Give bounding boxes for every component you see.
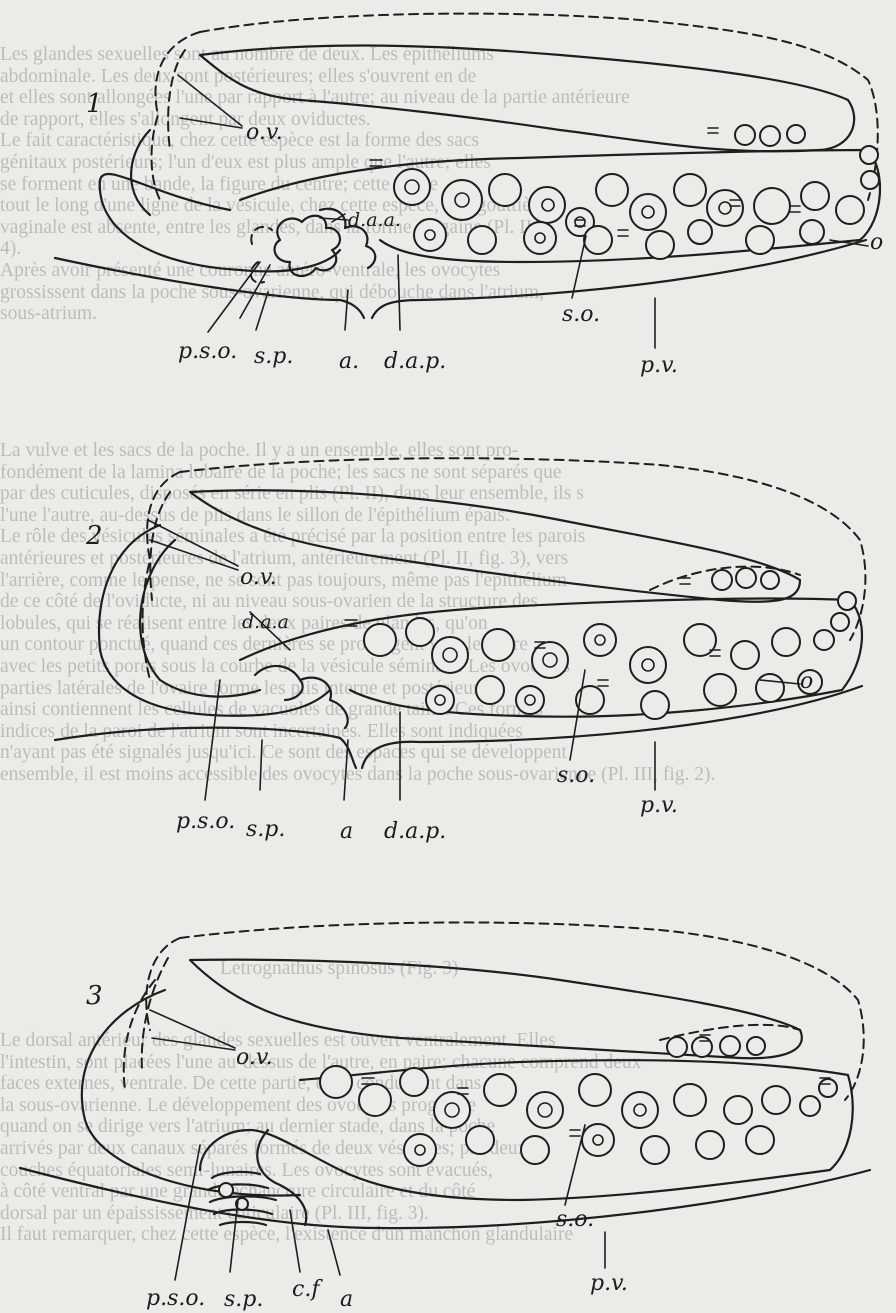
figure-3-dashed-outline — [180, 922, 864, 1100]
figure-2-ovary-upper — [190, 490, 800, 602]
figure-2-label-o: o — [800, 669, 813, 694]
figure-1-label-pso: p.s.o. — [178, 339, 237, 364]
figure-3-label-pv: p.v. — [590, 1271, 628, 1296]
figure-2-dashed-left — [143, 472, 181, 680]
figure-1-label-a: a. — [339, 349, 359, 374]
figure-2-ventral-wall-left — [55, 728, 356, 768]
figure-2-label-a: a — [340, 819, 353, 844]
figure-1-ovary-upper — [200, 46, 854, 152]
figure-3-label-cf: c.f — [292, 1277, 323, 1302]
figure-1-seminal-pocket — [251, 227, 272, 283]
figure-2-label-pso: p.s.o. — [176, 809, 235, 834]
figure-1-label-o: o — [870, 230, 883, 255]
figure-2-atrium — [255, 666, 348, 728]
figure-1-label-dap: d.a.p. — [384, 349, 446, 374]
figure-3-label-ov: o.v. — [236, 1045, 273, 1070]
figure-1-label-pv: p.v. — [640, 353, 678, 378]
figure-2-label-sp: s.p. — [246, 817, 285, 842]
figure-1-label-daa: d.a.a. — [348, 209, 401, 231]
figure-1-dashed-outline — [200, 14, 878, 200]
figure-1-dashed-inner — [168, 50, 185, 150]
figure-1: 1 — [55, 14, 883, 378]
figure-3-body-left — [82, 990, 300, 1196]
figure-2-label-pv: p.v. — [640, 793, 678, 818]
figure-2-label-ov: o.v. — [240, 565, 277, 590]
figure-1-label-so: s.o. — [562, 302, 600, 327]
figure-3: 3 o.v. s.o. p.s.o. s.p — [20, 922, 870, 1312]
figure-2-label-daa: d.a.a — [242, 611, 289, 633]
figure-1-dashed-outline-left — [152, 32, 201, 200]
figure-1-label-ov: o.v. — [246, 120, 283, 145]
figure-1-ventral-wall-right — [372, 240, 866, 318]
figure-3-dashed-left — [124, 938, 180, 1090]
figure-3-atrium-wall — [257, 1130, 306, 1225]
figure-3-ventral-wall — [20, 1168, 870, 1228]
figure-3-label-pso: p.s.o. — [146, 1286, 205, 1311]
figure-2-label-so: s.o. — [557, 763, 595, 788]
figure-2-number: 2 — [85, 521, 103, 551]
figure-2: 2 o.v. d.a.a o s.o. — [55, 458, 865, 844]
figure-1-body-left — [100, 174, 340, 271]
figure-3-number: 3 — [86, 981, 103, 1011]
figure-3-label-sp: s.p. — [224, 1287, 263, 1312]
figure-3-label-so: s.o. — [556, 1207, 594, 1232]
figure-1-number: 1 — [86, 89, 103, 119]
figure-2-label-dap: d.a.p. — [384, 819, 446, 844]
figure-1-body-inner — [131, 130, 150, 215]
figure-3-label-a: a — [340, 1287, 353, 1312]
figure-1-label-sp: s.p. — [254, 344, 293, 369]
